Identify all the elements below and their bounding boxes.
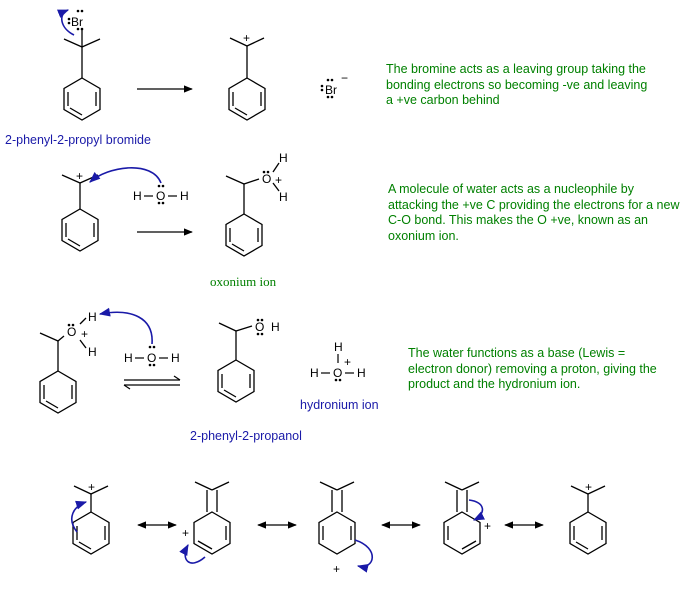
equilibrium-arrows [123, 375, 181, 390]
oxonium-molecule-2 [39, 317, 87, 414]
oxonium-molecule [225, 162, 280, 257]
oxonium-oxygen: O [262, 172, 271, 186]
curved-arrow-leaving-group [56, 9, 75, 36]
carbocation-molecule-2 [61, 174, 99, 252]
svg-text:H: H [133, 189, 142, 203]
oxonium-charge: + [275, 173, 282, 187]
resonance-charge-3: + [333, 562, 340, 576]
svg-text:H: H [310, 366, 319, 380]
svg-text:O: O [147, 351, 156, 365]
resonance-charge-4: + [484, 519, 491, 533]
curved-arrow-resonance-3 [354, 539, 373, 573]
bromide-ion: Br [325, 83, 337, 97]
svg-text:H: H [124, 351, 133, 365]
svg-text:O: O [156, 189, 165, 203]
oxonium-hydrogen-bottom: H [279, 190, 288, 204]
curved-arrow-resonance-1 [71, 500, 88, 533]
bromide-molecule [63, 28, 101, 121]
oxonium-hydrogen-remaining: H [88, 345, 97, 359]
resonance-charge-2: + [182, 526, 189, 540]
description-step-1: The bromine acts as a leaving group taki… [386, 62, 648, 107]
description-step-2: A molecule of water acts as a nucleophil… [388, 182, 680, 243]
propanol-molecule [217, 322, 255, 403]
oxonium-hydrogen-removed: H [88, 310, 97, 324]
label-propanol: 2-phenyl-2-propanol [190, 429, 302, 443]
resonance-charge-1: + [88, 480, 95, 494]
water-molecule-base: H O H [124, 345, 180, 367]
description-step-3: The water functions as a base (Lewis = e… [408, 346, 657, 391]
resonance-structure-3 [318, 481, 356, 555]
resonance-structure-1 [72, 485, 110, 555]
svg-text:H: H [171, 351, 180, 365]
bromine-atom: Br [71, 15, 83, 29]
curved-arrow-nucleophilic-attack [89, 167, 162, 184]
curved-arrow-resonance-2 [179, 544, 206, 564]
curved-arrow-deprotonation [98, 307, 153, 345]
resonance-charge-5: + [585, 480, 592, 494]
svg-text:H: H [180, 189, 189, 203]
carbocation-charge-2: + [76, 169, 83, 183]
svg-text:H: H [334, 340, 343, 354]
svg-text:+: + [344, 355, 351, 369]
label-hydronium: hydronium ion [300, 398, 379, 412]
propanol-hydrogen: H [271, 320, 280, 334]
propanol-oxygen: O [255, 320, 264, 334]
carbocation-charge: + [243, 31, 250, 45]
svg-text:O: O [333, 366, 342, 380]
resonance-structure-2 [193, 481, 231, 555]
bromide-ion-charge: − [341, 71, 348, 85]
oxonium-hydrogen-top: H [279, 151, 288, 165]
svg-text:H: H [357, 366, 366, 380]
oxonium-charge-2: + [81, 327, 88, 341]
carbocation-molecule [228, 37, 266, 121]
resonance-structure-5 [569, 485, 607, 555]
hydronium-molecule: H H O H + [310, 340, 366, 382]
label-bromide: 2-phenyl-2-propyl bromide [5, 133, 151, 147]
label-oxonium: oxonium ion [210, 274, 277, 289]
oxonium-oxygen-2: O [67, 325, 76, 339]
curved-arrow-resonance-4 [468, 499, 486, 521]
resonance-structure-4 [443, 481, 481, 555]
water-molecule-nucleophile: H O H [133, 184, 189, 205]
